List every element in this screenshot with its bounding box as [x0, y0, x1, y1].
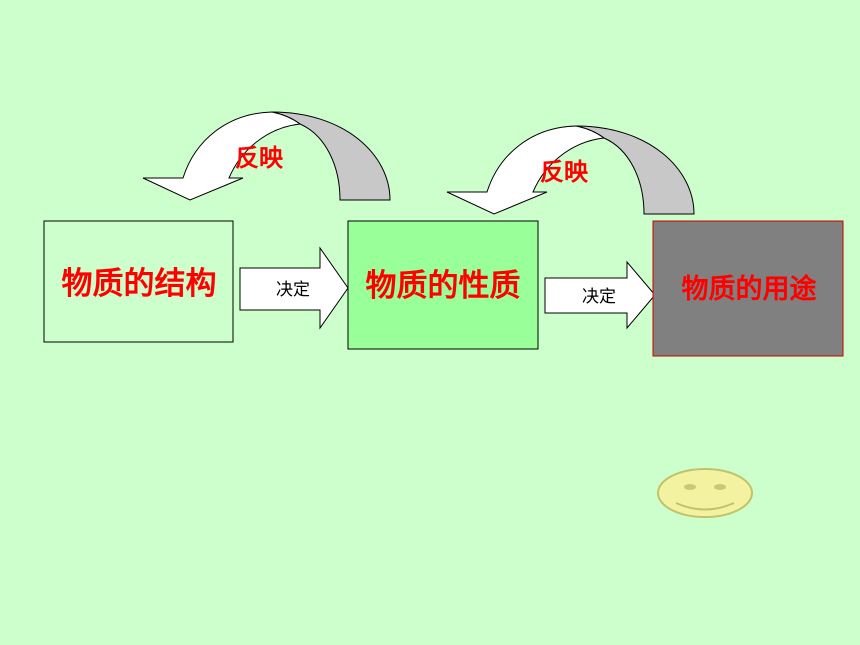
decide-arrow-1-label: 决定 [276, 280, 310, 300]
box-uses-label: 物质的用途 [682, 273, 818, 305]
smiley-right-eye [714, 484, 726, 490]
box-uses: 物质的用途 [652, 220, 844, 357]
reflect-arrow-1-label: 反映 [235, 144, 284, 172]
reflect-arrow-1-face [142, 111, 302, 201]
decide-arrow-2-label: 决定 [582, 287, 616, 307]
decide-arrow-1: 决定 [239, 246, 349, 330]
box-structure: 物质的结构 [43, 220, 234, 343]
box-structure-label: 物质的结构 [62, 266, 217, 302]
smiley-left-eye [684, 484, 696, 490]
reflect-arrow-2: 反映 [446, 125, 695, 215]
reflect-arrow-1: 反映 [142, 111, 391, 201]
smiley-face-icon [657, 468, 753, 518]
box-properties-label: 物质的性质 [366, 268, 521, 304]
box-properties: 物质的性质 [347, 220, 539, 350]
reflect-arrow-2-label: 反映 [540, 158, 589, 186]
reflect-arrow-2-face [446, 125, 606, 215]
decide-arrow-2: 决定 [544, 260, 656, 330]
smiley-mouth [675, 502, 735, 511]
